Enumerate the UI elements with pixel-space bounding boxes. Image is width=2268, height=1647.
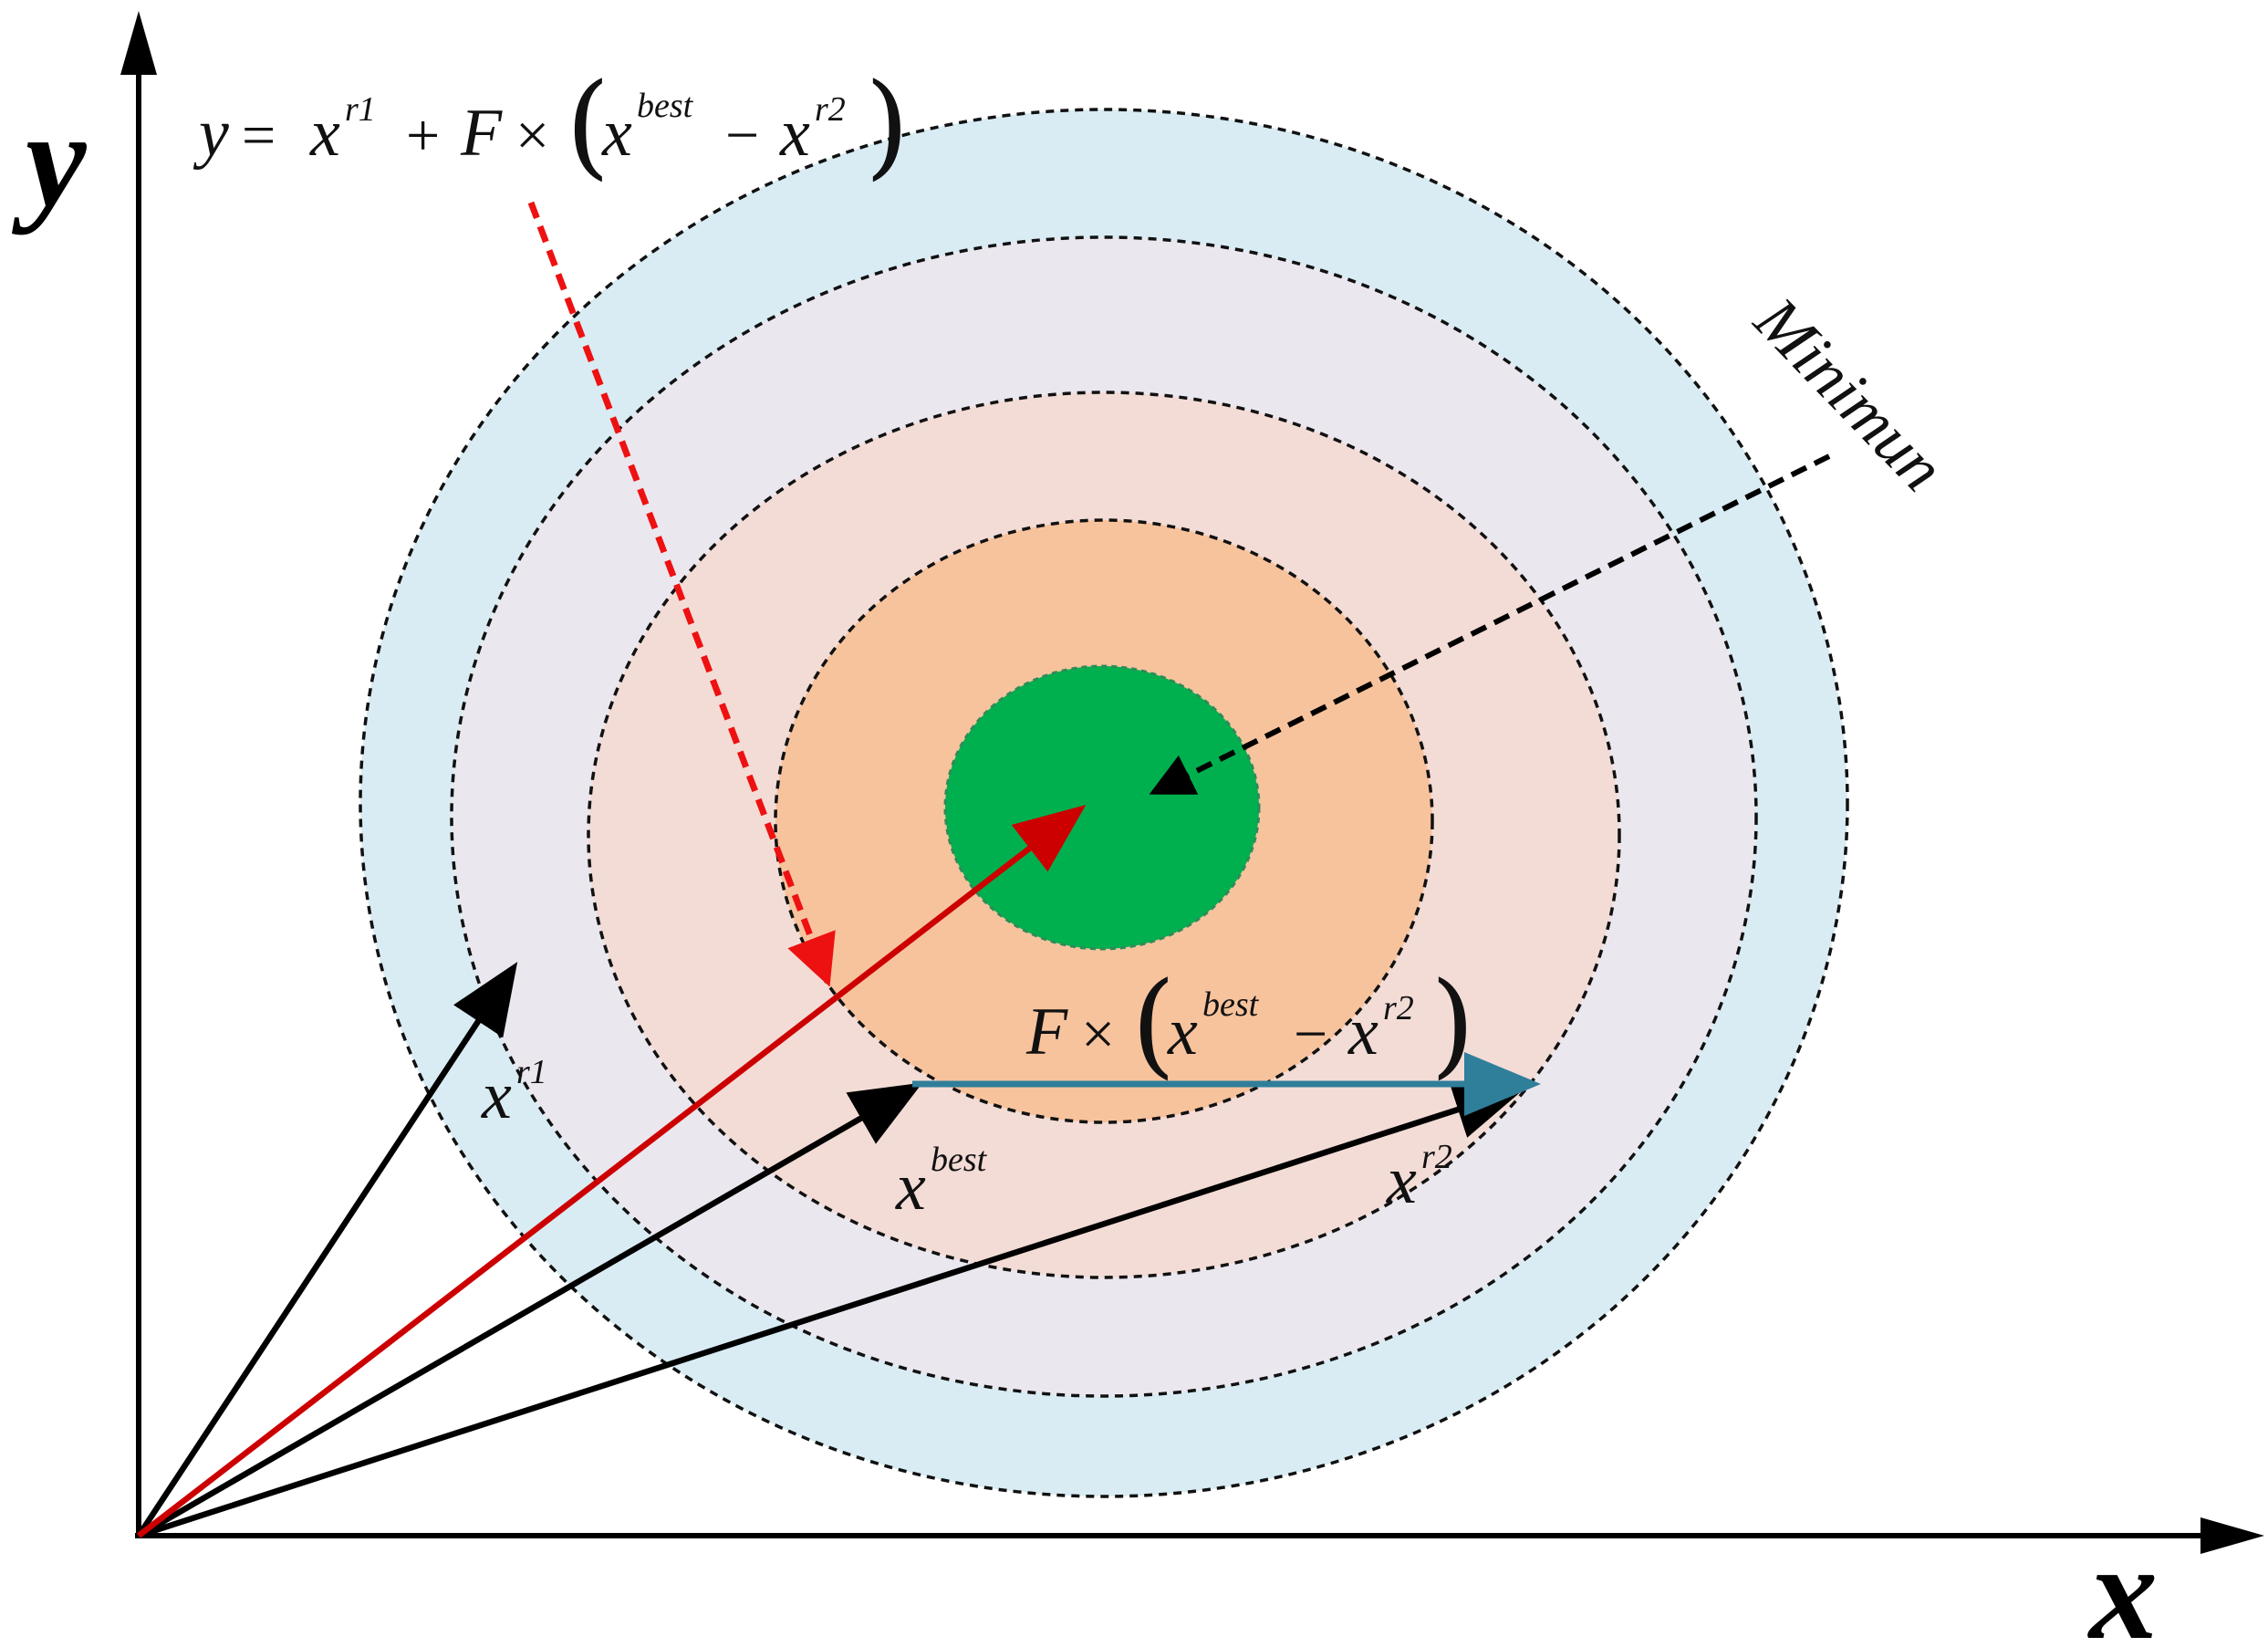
vector-x-r1	[136, 962, 518, 1538]
diff-x-r2: x	[1347, 995, 1378, 1069]
minimum-region	[943, 664, 1261, 951]
label-x-r2: x	[1386, 1143, 1417, 1218]
label-sup-r2: r2	[1421, 1138, 1452, 1176]
formula-sup-r2: r2	[815, 90, 846, 129]
formula-sup-best: best	[637, 87, 694, 125]
formula-open-paren: (	[566, 59, 610, 192]
formula-minus: −	[725, 102, 759, 169]
pointers	[527, 201, 1831, 987]
label-sup-r1: r1	[516, 1053, 547, 1091]
diff-sup-best: best	[1202, 985, 1260, 1024]
minimum-pointer-arrow	[1149, 453, 1831, 795]
formula-y: y	[192, 96, 229, 171]
difference-formula: F × ( x best − x r2 )	[1025, 958, 1475, 1090]
minimum-label: Minimun	[1741, 283, 1959, 505]
label-x-best: x	[895, 1150, 926, 1225]
contour-regions	[359, 108, 1849, 1498]
formula-close-paren: )	[865, 59, 910, 192]
diff-times: ×	[1081, 1001, 1115, 1068]
diff-F: F	[1025, 995, 1068, 1069]
vectors	[136, 805, 1541, 1539]
formula-times: ×	[515, 102, 549, 169]
formula-x-r2: x	[779, 96, 810, 171]
diff-minus: −	[1294, 1001, 1327, 1068]
vector-x-best	[137, 1082, 923, 1538]
x-axis-label: x	[2087, 1517, 2158, 1647]
formula-x-r1: x	[309, 96, 340, 171]
vector-labels: x r1 x best x r2	[481, 1053, 1452, 1225]
formula-plus: +	[406, 102, 440, 169]
vector-x-r2	[138, 1081, 1526, 1539]
formula-sup-r1: r1	[345, 90, 376, 129]
formula-F: F	[460, 96, 503, 171]
label-x-r1: x	[481, 1058, 512, 1133]
y-axis-arrowhead	[120, 11, 157, 75]
mutation-formula: y = x r1 + F × ( x best − x r2 )	[192, 59, 910, 192]
label-sup-best: best	[931, 1141, 988, 1179]
formula-x-best: x	[601, 96, 632, 171]
formula-equals: =	[242, 102, 276, 169]
diff-x-best: x	[1167, 995, 1198, 1069]
diff-close-paren: )	[1431, 958, 1475, 1090]
vector-mutant-y	[137, 805, 1087, 1538]
diff-sup-r2: r2	[1383, 989, 1414, 1027]
x-axis-arrowhead	[2200, 1517, 2264, 1554]
y-axis-label: y	[11, 84, 88, 235]
formula-pointer-arrow	[527, 201, 836, 987]
diff-open-paren: (	[1131, 958, 1176, 1090]
